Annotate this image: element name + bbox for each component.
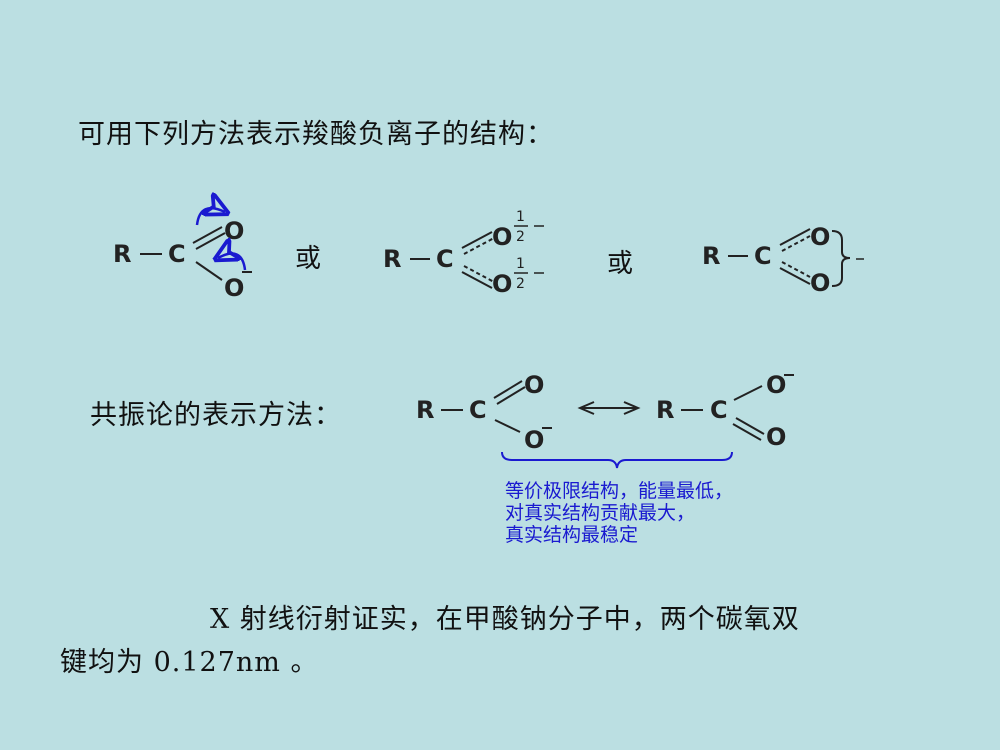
- conclusion-line-1: X 射线衍射证实，在甲酸钠分子中，两个碳氧双: [210, 604, 800, 635]
- brace-icon: [501, 451, 733, 469]
- note-line: 真实结构最稳定: [505, 524, 639, 546]
- svg-text:O: O: [224, 274, 244, 302]
- svg-text:R: R: [416, 396, 434, 424]
- svg-text:C: C: [710, 396, 728, 424]
- svg-text:O: O: [492, 270, 512, 298]
- electron-push-arrow-icon: [218, 254, 247, 271]
- svg-text:O: O: [766, 423, 786, 451]
- svg-text:C: C: [469, 396, 487, 424]
- slide-title: 可用下列方法表示羧酸负离子的结构：: [78, 119, 554, 150]
- note-line: 等价极限结构，能量最低，: [505, 480, 734, 502]
- svg-text:R: R: [113, 240, 131, 268]
- note-line: 对真实结构贡献最大，: [505, 502, 696, 524]
- structure-localized-charge: R C O O: [113, 208, 252, 302]
- svg-text:O: O: [224, 217, 244, 245]
- resonance-label: 共振论的表示方法：: [90, 400, 342, 431]
- structure-bracket-charge: R C O O: [702, 223, 864, 297]
- svg-text:C: C: [754, 242, 772, 270]
- svg-text:O: O: [492, 223, 512, 251]
- svg-text:2: 2: [516, 229, 525, 245]
- svg-text:O: O: [524, 426, 544, 454]
- svg-text:C: C: [436, 245, 454, 273]
- resonance-note: 等价极限结构，能量最低， 对真实结构贡献最大， 真实结构最稳定: [505, 480, 733, 546]
- svg-text:R: R: [383, 245, 401, 273]
- svg-text:2: 2: [516, 276, 525, 292]
- svg-text:R: R: [702, 242, 720, 270]
- svg-text:C: C: [168, 240, 186, 268]
- svg-text:1: 1: [516, 209, 525, 225]
- carboxylate-structures: R C O O R C O O 1 2 1 2 R C O: [113, 180, 864, 302]
- structure-half-charge: R C O O 1 2 1 2: [383, 209, 544, 298]
- svg-text:O: O: [810, 223, 830, 251]
- resonance-structures: R C O O R C O O: [416, 371, 794, 469]
- svg-text:1: 1: [516, 256, 525, 272]
- resonance-arrow-icon: [577, 401, 641, 415]
- svg-text:O: O: [810, 269, 830, 297]
- electron-push-arrow-icon: [195, 208, 225, 226]
- conclusion-line-2: 键均为 0.127nm 。: [60, 647, 319, 678]
- svg-text:O: O: [766, 371, 786, 399]
- or-label: 或: [607, 249, 634, 279]
- svg-text:R: R: [656, 396, 674, 424]
- or-label: 或: [295, 244, 322, 274]
- svg-text:O: O: [524, 371, 544, 399]
